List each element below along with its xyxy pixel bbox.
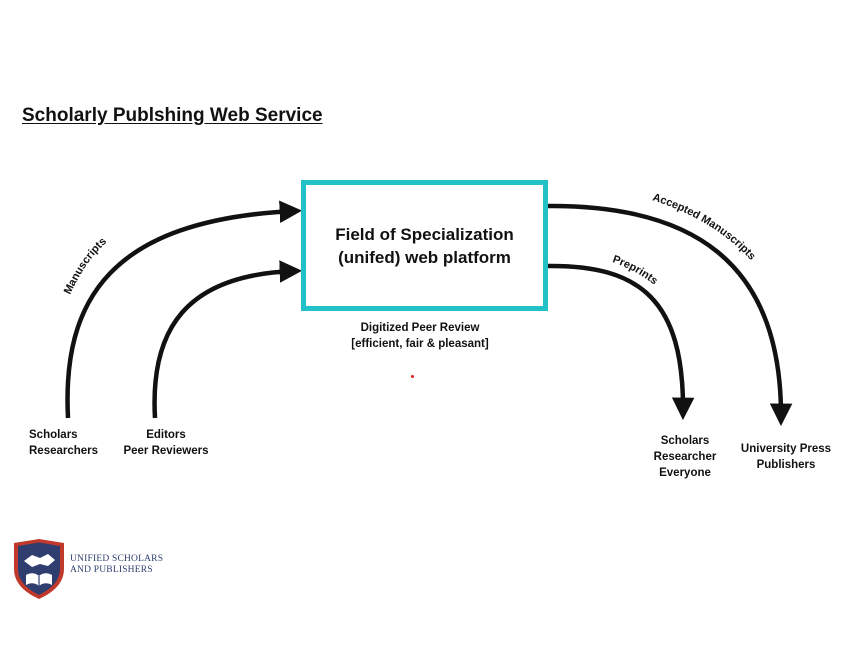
target-readers: Scholars Researcher Everyone [643, 433, 727, 481]
target-readers-line-1: Scholars [660, 435, 710, 447]
diagram-title: Scholarly Publshing Web Service [22, 105, 323, 126]
target-press-line-2: Publishers [756, 459, 816, 471]
peer-review-line-2: [efficient, fair & pleasant] [351, 338, 489, 350]
red-dot [411, 375, 414, 378]
accepted-manuscripts-arrow [547, 203, 793, 427]
target-press-line-1: University Press [740, 443, 832, 455]
source-editors: Editors Peer Reviewers [116, 427, 216, 459]
source-scholars-line-2: Researchers [29, 445, 99, 457]
accepted-manuscripts-label: Accepted Manuscripts [651, 191, 758, 262]
source-editors-line-2: Peer Reviewers [123, 445, 209, 457]
target-readers-line-3: Everyone [659, 467, 711, 479]
manuscripts-label: Manuscripts [62, 235, 109, 296]
preprints-arrow [547, 263, 695, 421]
peer-review-caption: Digitized Peer Review [efficient, fair &… [300, 320, 540, 352]
source-scholars-line-1: Scholars [29, 429, 78, 441]
logo-line-2: AND PUBLISHERS [70, 565, 153, 575]
platform-line-1: Field of Specialization [335, 224, 514, 244]
target-readers-line-2: Researcher [653, 451, 717, 463]
manuscripts-arrow [65, 200, 303, 419]
peer-review-line-1: Digitized Peer Review [360, 322, 480, 334]
target-press: University Press Publishers [734, 441, 838, 473]
source-editors-line-1: Editors [146, 429, 186, 441]
platform-box: Field of Specialization (unifed) web pla… [301, 180, 548, 311]
logo-line-1: UNIFIED SCHOLARS [70, 554, 164, 564]
logo-text: UNIFIED SCHOLARS AND PUBLISHERS [70, 554, 163, 576]
source-scholars: Scholars Researchers [29, 427, 98, 459]
platform-line-2: (unifed) web platform [338, 247, 511, 267]
shield-handshake-book-icon [14, 539, 64, 599]
editors-arrow [152, 260, 303, 419]
